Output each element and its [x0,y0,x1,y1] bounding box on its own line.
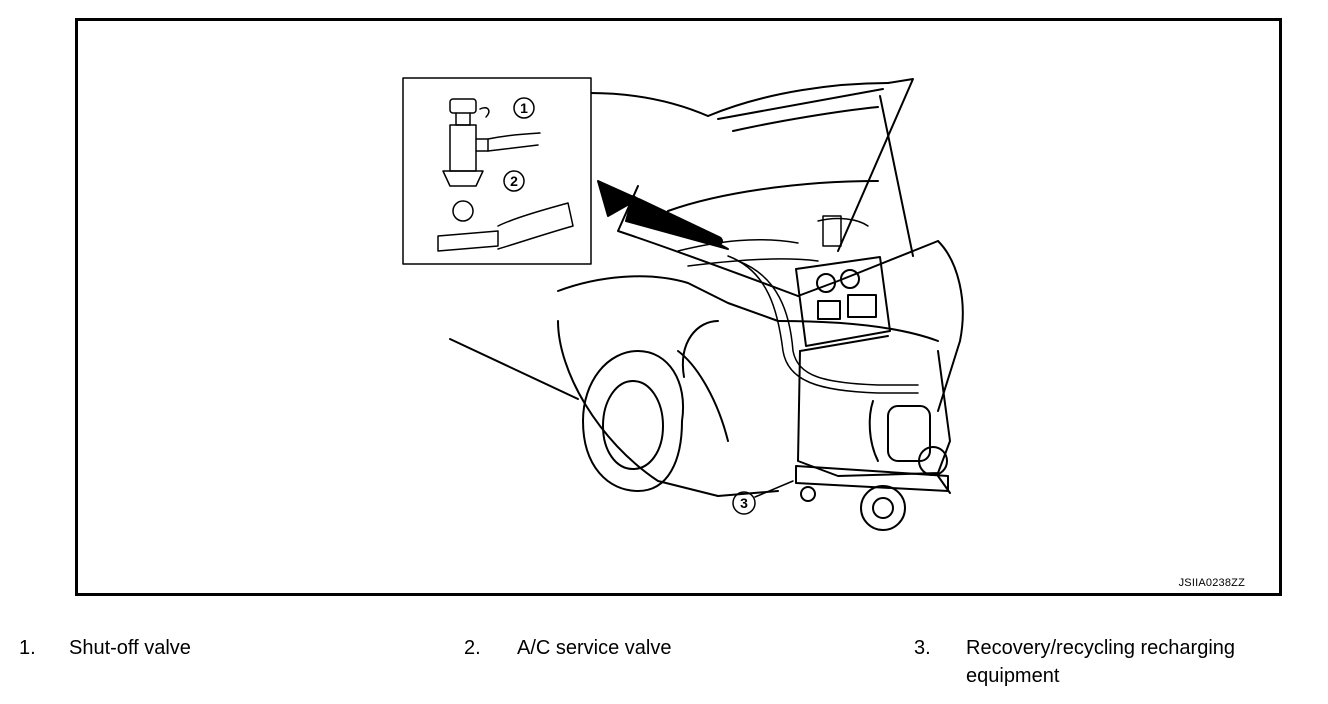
vehicle-ac-service-illustration: 1 2 3 [402,77,964,531]
callout-3: 3 [740,495,748,511]
legend-number-1: 1. [19,637,36,659]
engine-bay-drawing [677,215,919,394]
recovery-machine-drawing [795,256,951,531]
inset-detail [402,77,592,265]
callout-3-leader [732,480,794,515]
figure-frame: 1 2 3 JSIIA0238ZZ [75,18,1282,596]
callout-arrow [597,180,729,250]
callout-2: 2 [510,173,518,189]
legend-number-3: 3. [914,637,931,659]
figure-code: JSIIA0238ZZ [1178,577,1245,589]
legend-label-2: A/C service valve [517,637,672,659]
car-body-drawing [449,78,964,497]
legend-label-3-line2: equipment [966,665,1060,687]
legend-label-3-line1: Recovery/recycling recharging [966,637,1236,659]
legend-label-3: Recovery/recycling recharging equipment [966,634,1235,690]
legend-label-1: Shut-off valve [69,637,191,659]
legend-number-2: 2. [464,637,481,659]
callout-1: 1 [520,100,528,116]
